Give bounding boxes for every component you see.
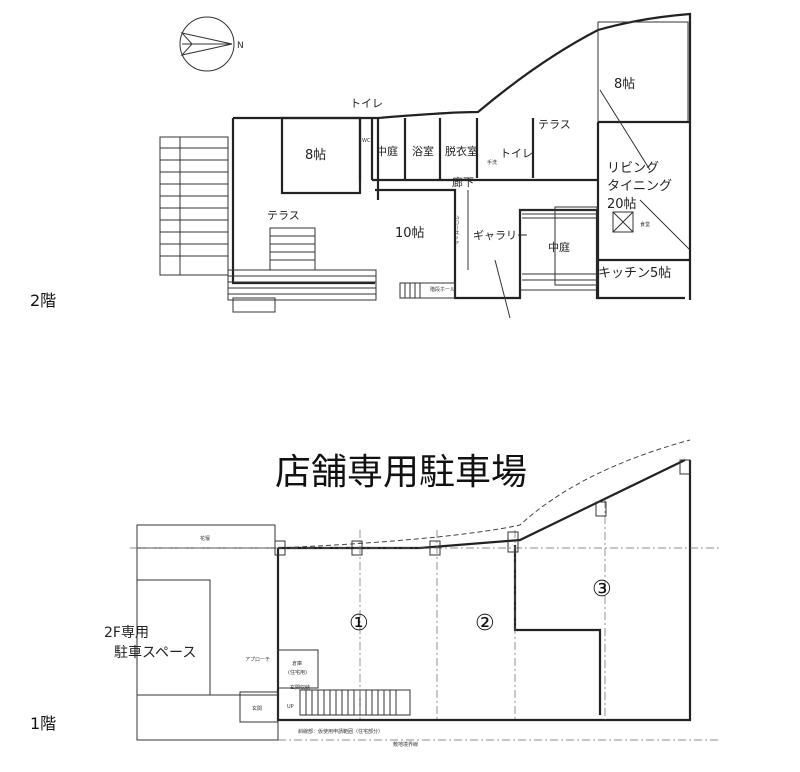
storage — [277, 649, 319, 689]
parking-title: 店舗専用駐車場 — [275, 452, 527, 493]
unit-1: ① — [349, 611, 369, 636]
room-terrace-top: テラス — [538, 118, 571, 131]
stairs-1f — [299, 689, 411, 716]
label-boundary: 敷地境界線 — [393, 741, 418, 748]
floor1-walls — [130, 439, 720, 741]
unit-2: ② — [475, 611, 495, 636]
room-tatami8-right: 8帖 — [614, 77, 635, 92]
label-entrance: 玄関 — [252, 705, 262, 712]
label-note: 斜線部：仮使用申請範囲（住宅部分） — [298, 728, 383, 735]
room-10: 10帖 — [395, 226, 425, 241]
room-toilet-right: トイレ — [500, 147, 533, 160]
room-bath: 浴室 — [412, 144, 434, 158]
room-toilet-top: トイレ — [350, 97, 383, 110]
compass-arrow-icon — [180, 32, 233, 56]
floor1-label: 1階 — [30, 714, 56, 733]
room-living-2: タイニング — [607, 179, 672, 194]
floor2-labels: トイレ 8帖 中庭 浴室 脱衣室 トイレ テラス 8帖 リビング タイニング 2… — [30, 77, 672, 310]
room-stair-hall: 階段ホール — [430, 286, 455, 293]
room-corridor: 廊下 — [452, 175, 474, 189]
room-dressing: 脱衣室 — [445, 144, 478, 158]
floor2-label: 2階 — [30, 291, 56, 310]
label-approach: アプローチ — [245, 657, 270, 663]
room-terrace-left: テラス — [267, 209, 300, 222]
label-planter: 花壇 — [200, 535, 210, 542]
room-tatami8-left: 8帖 — [305, 148, 326, 163]
label-shoe: 玄関収納 — [290, 684, 310, 691]
label-storage: 倉庫 — [292, 660, 302, 667]
label-up: UP — [287, 704, 294, 710]
room-living-1: リビング — [607, 161, 659, 176]
room-dining: 食堂 — [640, 221, 650, 228]
label-storage-sub: (住宅用) — [288, 669, 307, 676]
floor1-labels: ① ② ③ 2F専用 駐車スペース 花壇 アプローチ 倉庫 (住宅用) 玄関 玄… — [30, 535, 612, 748]
room-washroom: 手洗 — [487, 159, 497, 166]
room-wc: WC — [362, 138, 371, 144]
compass: N — [179, 16, 244, 72]
room-living-3: 20帖 — [607, 197, 637, 212]
deck — [227, 269, 377, 301]
dining-table — [612, 211, 634, 233]
entrance — [239, 691, 279, 723]
room-closet: クローゼット — [453, 215, 460, 245]
room-courtyard-bottom: 中庭 — [548, 240, 570, 254]
tatami-room-right — [597, 21, 689, 123]
parking-2f-line2: 駐車スペース — [114, 644, 196, 661]
room-kitchen: キッチン5帖 — [598, 266, 671, 281]
room-courtyard-top: 中庭 — [376, 144, 398, 158]
floor2-walls — [159, 12, 692, 319]
parking-2f-line1: 2F専用 — [104, 625, 149, 641]
room-gallery: ギャラリー — [473, 229, 528, 242]
unit-3: ③ — [592, 577, 612, 602]
compass-north: N — [237, 41, 244, 51]
compass-circle — [179, 16, 235, 72]
left-stairs — [159, 136, 229, 276]
